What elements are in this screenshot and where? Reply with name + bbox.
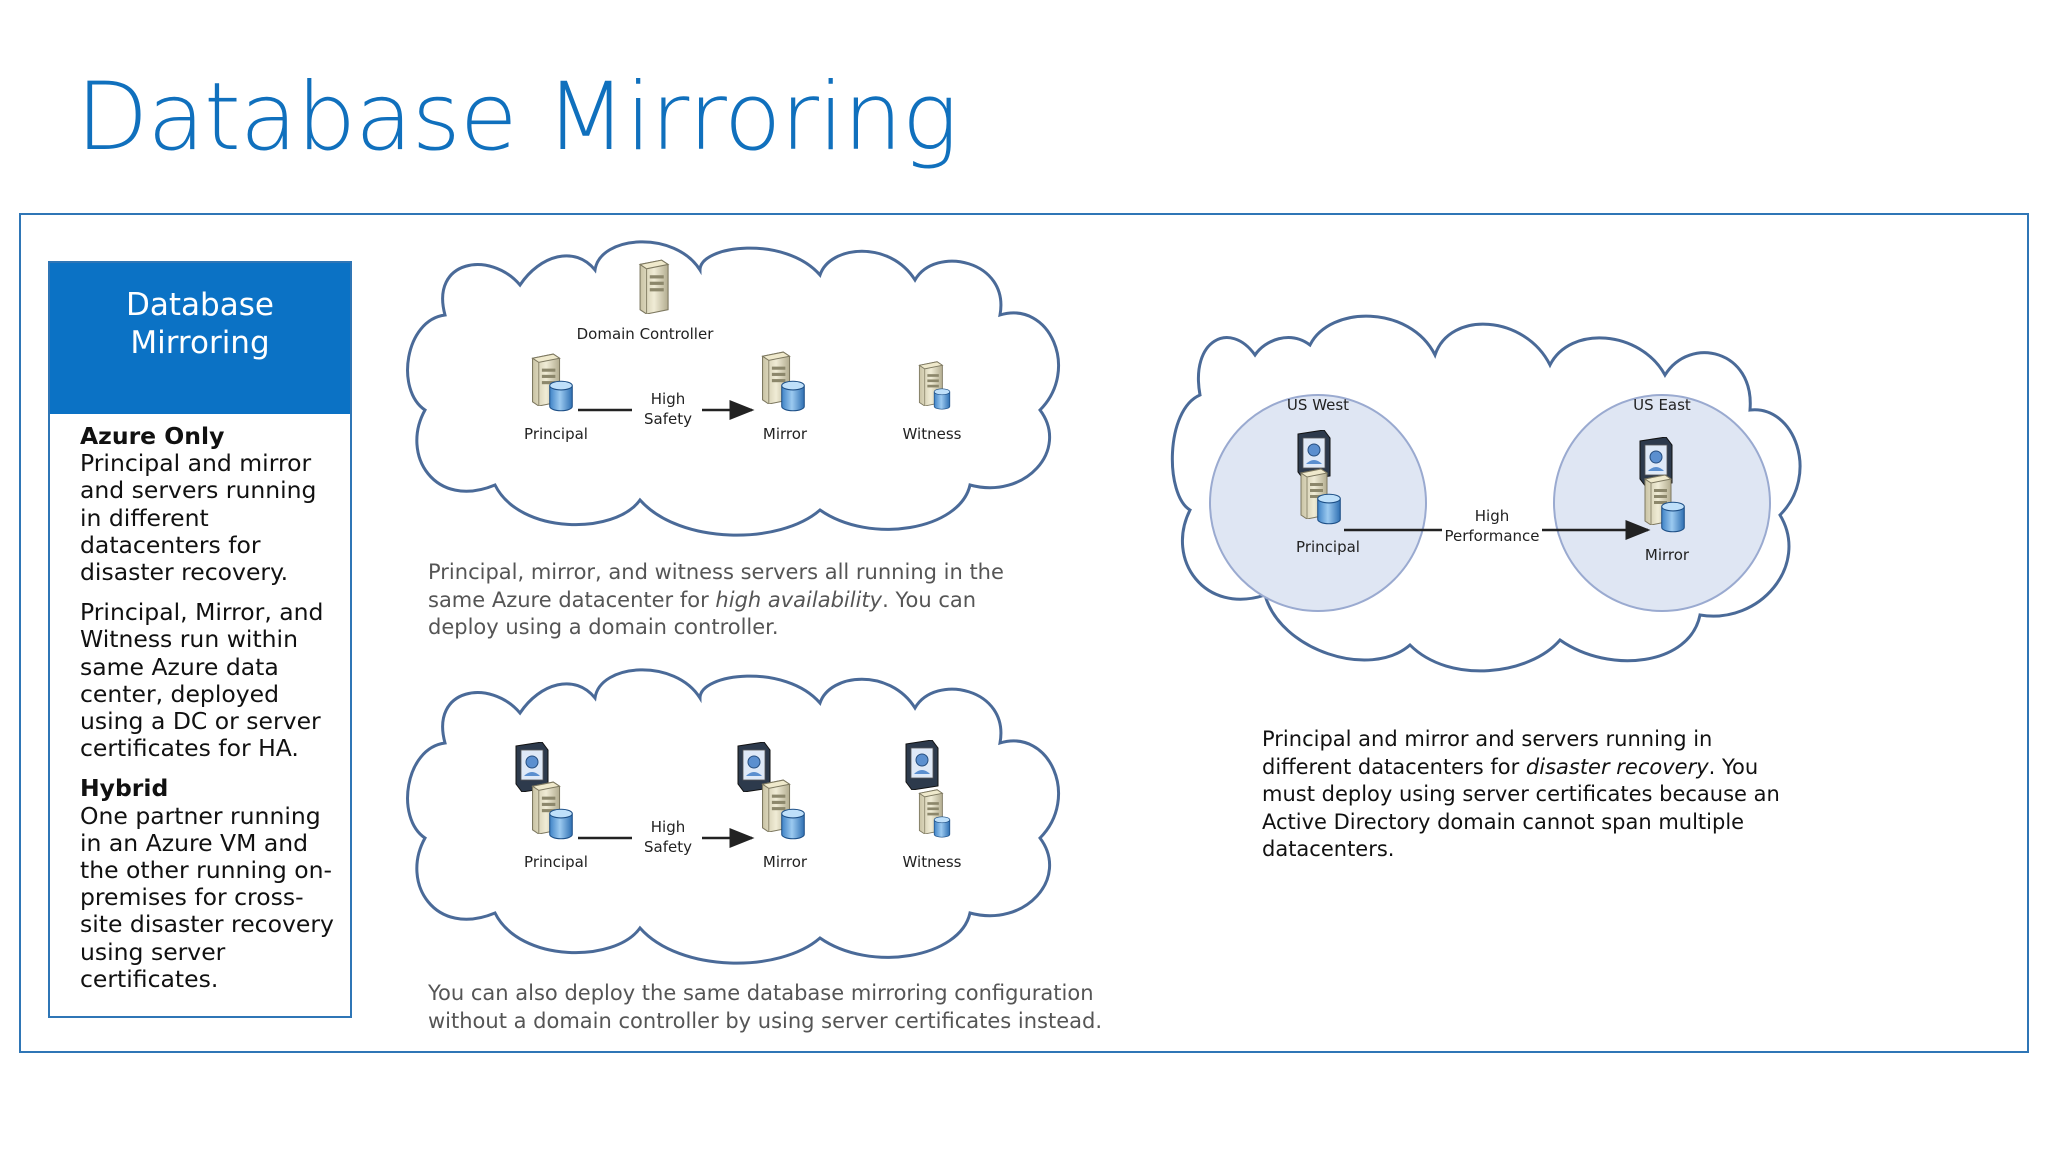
diagram-same-datacenter-dc: Domain Controller Principal High Safety …: [406, 240, 1060, 537]
caption-line: different datacenters for disaster recov…: [1262, 754, 1759, 779]
section-text-same-datacenter: Principal, Mirror, and Witness run withi…: [80, 598, 324, 763]
caption-diagram-1: Principal, mirror, and witness servers a…: [428, 559, 1004, 642]
witness-label: Witness: [903, 853, 962, 871]
caption-diagram-3: Principal and mirror and servers running…: [1262, 726, 1780, 864]
caption-line: without a domain controller by using ser…: [428, 1008, 1103, 1033]
database-icon: [549, 380, 573, 412]
content-frame: [19, 213, 2029, 1053]
link-label-safety: Safety: [644, 410, 692, 428]
server-icon: [639, 259, 669, 314]
caption-line: must deploy using server certificates be…: [1262, 782, 1780, 806]
domain-controller-label: Domain Controller: [577, 325, 715, 343]
caption-line: Principal, mirror, and witness servers a…: [428, 560, 1004, 584]
region-west-label: US West: [1287, 396, 1349, 414]
database-icon: [549, 808, 573, 840]
cloud-shape: [406, 668, 1060, 965]
region-east-label: US East: [1633, 396, 1691, 414]
sidebar-heading-line: Mirroring: [130, 325, 270, 361]
section-text-hybrid: One partner running in an Azure VM and t…: [80, 801, 334, 993]
caption-line: Active Directory domain cannot span mult…: [1262, 809, 1745, 834]
principal-label: Principal: [524, 853, 588, 871]
link-label-high: High: [651, 390, 685, 408]
caption-line: same Azure datacenter for high availabil…: [428, 587, 977, 612]
caption-line: You can also deploy the same database mi…: [428, 981, 1094, 1005]
link-label-safety: Safety: [644, 838, 692, 856]
mirror-label: Mirror: [763, 425, 808, 443]
database-icon: [781, 808, 805, 840]
slide-title: Database Mirroring: [76, 63, 958, 172]
witness-label: Witness: [903, 425, 962, 443]
link-label-performance: Performance: [1444, 527, 1539, 545]
mirror-label: Mirror: [1645, 546, 1690, 564]
caption-line: Principal and mirror and servers running…: [1262, 727, 1713, 751]
link-label-high: High: [1475, 507, 1509, 525]
database-icon: [933, 388, 951, 410]
database-icon: [1317, 493, 1341, 525]
diagram-cross-datacenter: US West US East Principal High Performan…: [1170, 314, 1802, 673]
principal-label: Principal: [524, 425, 588, 443]
caption-line: datacenters.: [1262, 837, 1395, 861]
database-icon: [1661, 501, 1685, 533]
sidebar-heading-line: Database: [126, 287, 274, 323]
principal-label: Principal: [1296, 538, 1360, 556]
section-heading-azure-only: Azure Only: [80, 422, 225, 450]
link-label-high: High: [651, 818, 685, 836]
cloud-shape: [406, 240, 1060, 537]
caption-line: deploy using a domain controller.: [428, 615, 779, 639]
section-heading-hybrid: Hybrid: [80, 774, 169, 803]
database-icon: [933, 816, 951, 838]
caption-diagram-2: You can also deploy the same database mi…: [428, 980, 1102, 1035]
sidebar-body: Azure Only Principal and mirror and serv…: [80, 422, 340, 993]
section-text-azure-only: Principal and mirror and servers running…: [80, 449, 317, 587]
mirror-label: Mirror: [763, 853, 808, 871]
database-icon: [781, 380, 805, 412]
certificate-icon: [905, 740, 939, 790]
diagram-same-datacenter-certificates: Principal High Safety Mirror Witness: [406, 668, 1060, 965]
